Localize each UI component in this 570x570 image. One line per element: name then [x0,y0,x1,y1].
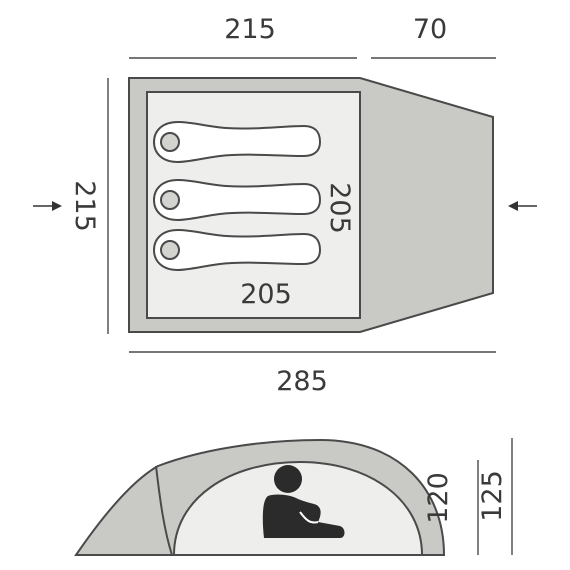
plan-view: 215 70 215 205 205 285 [33,14,537,397]
dim-label-vestibule: 70 [413,14,447,45]
dim-label-inner-length: 205 [324,182,355,234]
side-view: 120 125 [74,438,513,556]
arrow-left-icon [508,201,537,211]
dim-label-inner-width: 215 [224,14,276,45]
arrow-right-icon [33,201,62,211]
dim-label-depth: 215 [69,180,100,232]
dim-label-outer-height: 125 [477,470,508,522]
vestibule-pole [155,465,173,556]
dim-label-inner-width-bottom: 205 [240,279,292,310]
sitting-person-icon [262,465,345,538]
dim-label-inner-height: 120 [423,472,454,524]
dim-label-total-length: 285 [276,366,328,397]
